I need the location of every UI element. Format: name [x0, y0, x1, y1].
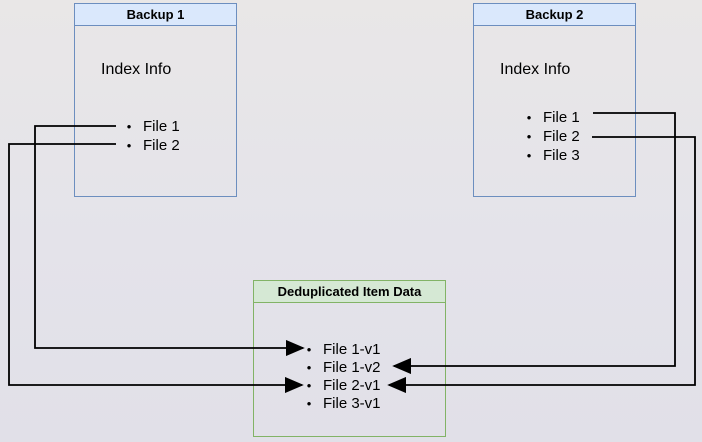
file-label: File 3 [543, 147, 580, 164]
file-label: File 2 [143, 137, 180, 154]
backup2-header: Backup 2 [474, 4, 635, 26]
dedup-item-label: File 1-v2 [323, 358, 381, 376]
backup1-box: Backup 1 Index Info • File 1 • File 2 [74, 3, 237, 197]
list-item: • File 1 [122, 117, 180, 136]
file-label: File 1 [543, 109, 580, 126]
list-item: • File 2-v1 [302, 376, 381, 394]
bullet-icon: • [306, 341, 312, 357]
list-item: • File 2 [522, 127, 580, 146]
backup2-box: Backup 2 Index Info • File 1 • File 2 • … [473, 3, 636, 197]
list-item: • File 1 [522, 108, 580, 127]
dedup-box: Deduplicated Item Data • File 1-v1 • Fil… [253, 280, 446, 437]
bullet-icon: • [526, 148, 532, 163]
bullet-icon: • [126, 138, 132, 153]
backup1-index-info-label: Index Info [101, 61, 172, 78]
bullet-icon: • [526, 110, 532, 125]
file-label: File 1 [143, 118, 180, 135]
list-item: • File 1-v2 [302, 358, 381, 376]
dedup-item-list: • File 1-v1 • File 1-v2 • File 2-v1 • Fi… [302, 340, 381, 412]
backup2-title: Backup 2 [525, 7, 584, 22]
backup2-file-list: • File 1 • File 2 • File 3 [522, 108, 580, 165]
bullet-icon: • [306, 395, 312, 411]
file-label: File 2 [543, 128, 580, 145]
dedup-item-label: File 1-v1 [323, 340, 381, 358]
backup1-header: Backup 1 [75, 4, 236, 26]
backup2-index-info-label: Index Info [500, 61, 571, 78]
bullet-icon: • [126, 119, 132, 134]
dedup-item-label: File 2-v1 [323, 376, 381, 394]
dedup-header: Deduplicated Item Data [254, 281, 445, 303]
list-item: • File 3 [522, 146, 580, 165]
bullet-icon: • [526, 129, 532, 144]
list-item: • File 1-v1 [302, 340, 381, 358]
list-item: • File 3-v1 [302, 394, 381, 412]
list-item: • File 2 [122, 136, 180, 155]
backup1-file-list: • File 1 • File 2 [122, 117, 180, 155]
dedup-title: Deduplicated Item Data [277, 284, 422, 299]
bullet-icon: • [306, 359, 312, 375]
bullet-icon: • [306, 377, 312, 393]
dedup-item-label: File 3-v1 [323, 394, 381, 412]
backup1-title: Backup 1 [126, 7, 185, 22]
